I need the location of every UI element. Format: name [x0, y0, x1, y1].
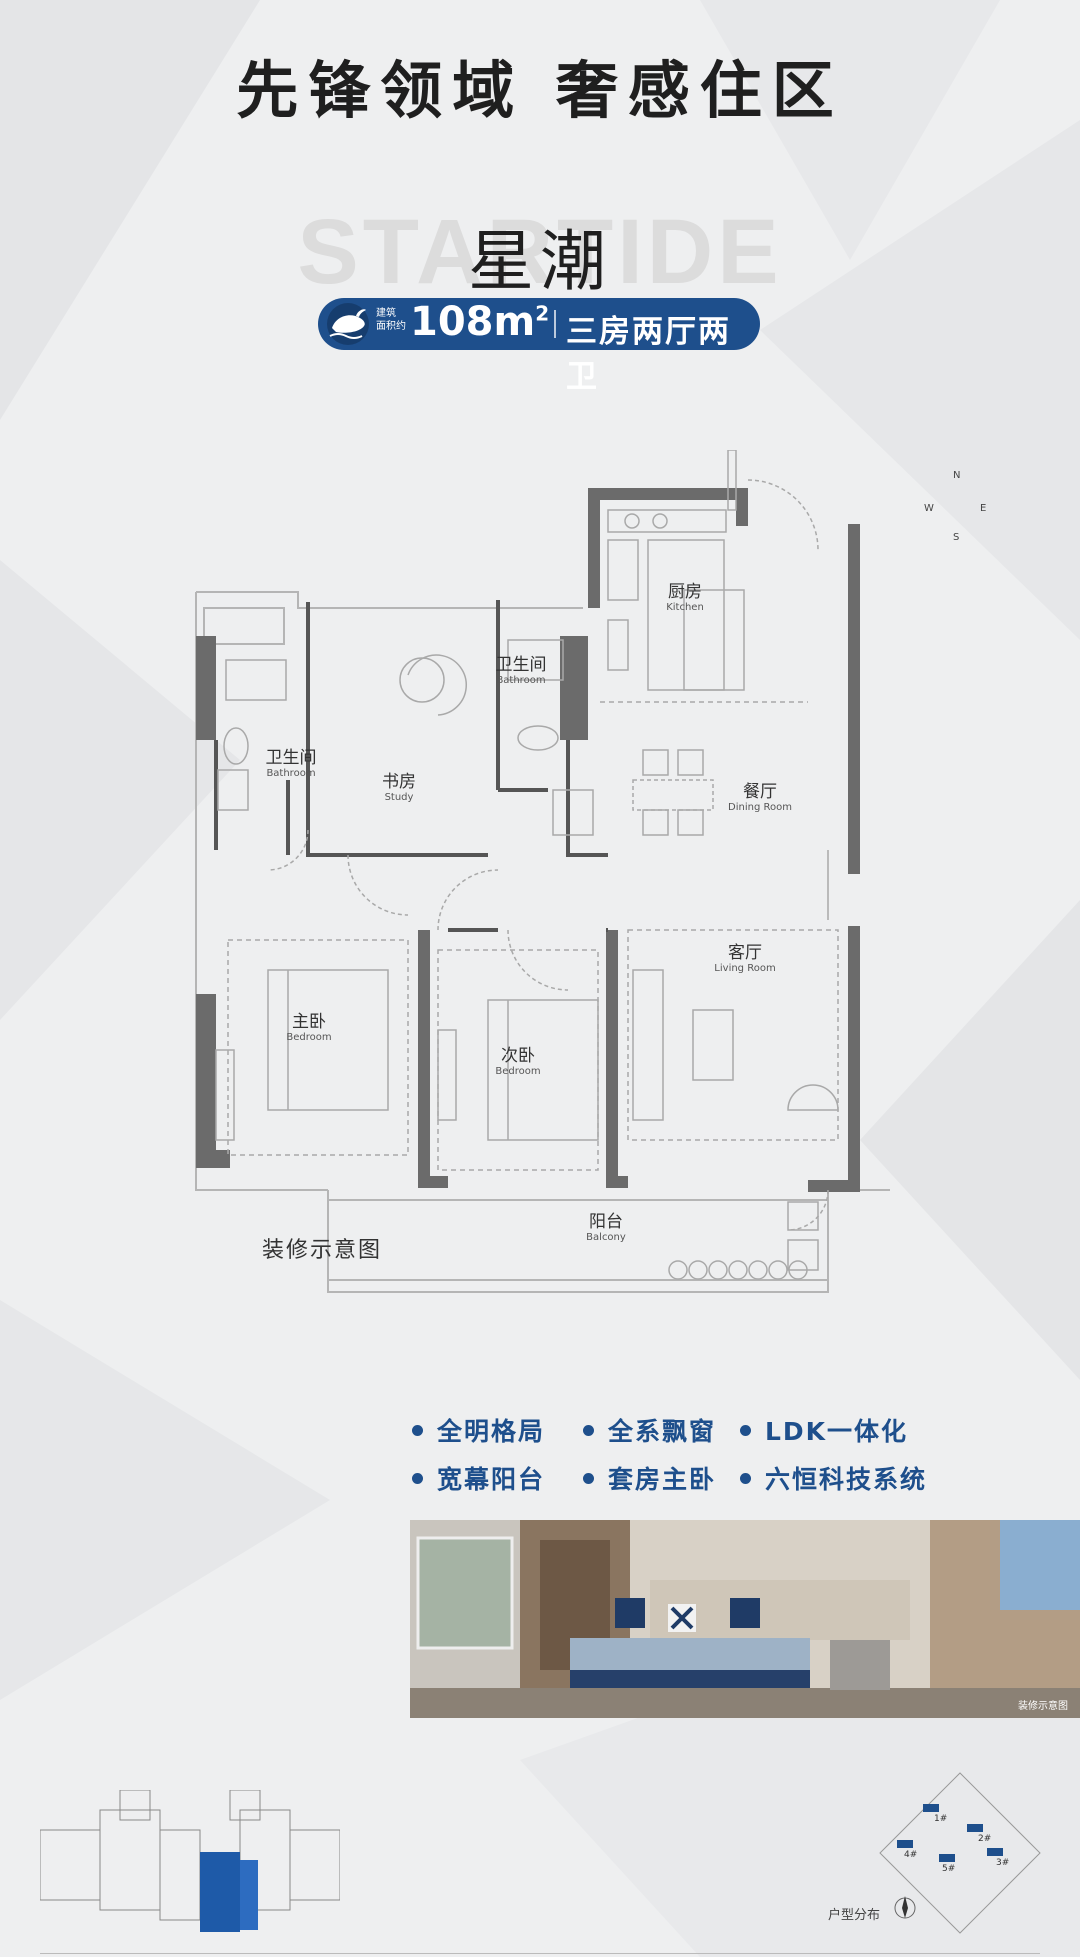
building-2-label: 2# — [978, 1834, 992, 1844]
feature-6: 六恒科技系统 — [740, 1460, 927, 1496]
area-label: 建筑 面积约 — [376, 308, 406, 332]
north-arrow-icon — [894, 1896, 916, 1919]
project-name: 星潮 — [468, 223, 612, 300]
building-4-label: 4# — [904, 1850, 918, 1860]
compass-n: N — [953, 470, 961, 481]
compass-e: E — [980, 503, 987, 514]
feature-3: LDK一体化 — [740, 1412, 908, 1448]
bottom-divider — [40, 1953, 1040, 1954]
photo-caption: 装修示意图 — [1018, 1701, 1068, 1712]
feature-4: 宽幕阳台 — [412, 1460, 545, 1496]
building-key-plan — [40, 1790, 340, 1932]
building-3-label: 3# — [996, 1858, 1010, 1868]
building-5-label: 5# — [942, 1864, 956, 1874]
plan-caption: 装修示意图 — [262, 1238, 383, 1263]
feature-2: 全系飘窗 — [583, 1412, 716, 1448]
bedroom-photo — [410, 1520, 1080, 1718]
feature-5: 套房主卧 — [583, 1460, 716, 1496]
floor-plan — [195, 450, 890, 1293]
compass-w: W — [924, 503, 934, 514]
room-layout: 三房两厅两卫 — [566, 314, 731, 395]
compass-s: S — [953, 532, 960, 543]
distribution-label: 户型分布 — [828, 1908, 881, 1923]
building-1-label: 1# — [934, 1814, 948, 1824]
whale-icon — [327, 303, 369, 345]
headline: 先锋领域 奢感住区 — [236, 54, 844, 127]
area-badge: 建筑 面积约 108m2 三房两厅两卫 — [318, 298, 760, 395]
site-distribution-map — [879, 1772, 1041, 1934]
badge-divider — [554, 310, 556, 338]
project-ghost-text: STARTIDE — [297, 201, 783, 303]
feature-1: 全明格局 — [412, 1412, 545, 1448]
area-value: 108m2 — [410, 299, 550, 345]
